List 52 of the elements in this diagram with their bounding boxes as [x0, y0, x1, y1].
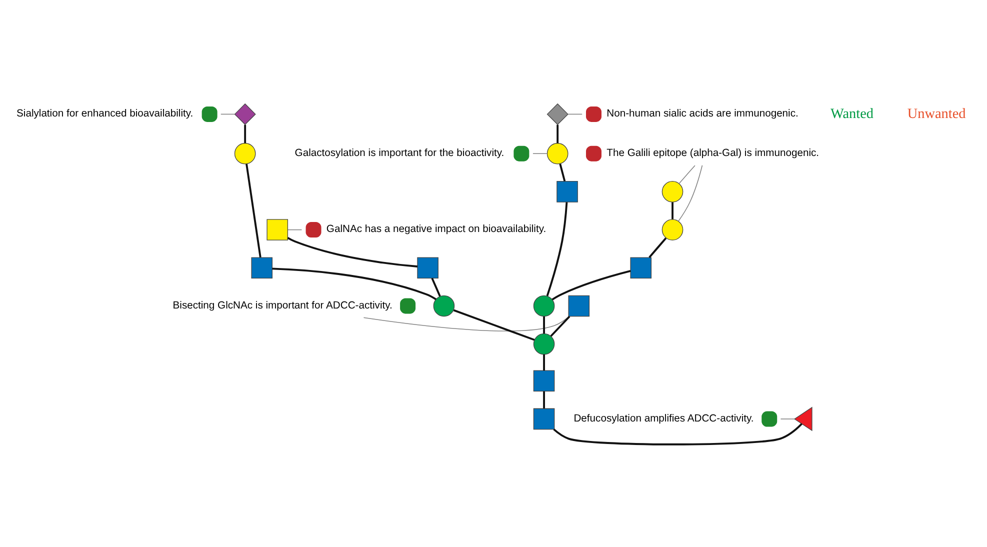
connector [453, 309, 535, 341]
node-label: Galactosylation is important for the bioactivity. [294, 148, 504, 160]
node-circle [533, 333, 555, 355]
node-label: Sialylation for enhanced bioavailability. [16, 108, 194, 120]
node-box [533, 408, 555, 430]
node-box [533, 370, 555, 392]
node-box [417, 257, 438, 279]
node-label: Non-human sialic acids are immunogenic. [606, 108, 798, 120]
connector [543, 391, 545, 408]
connector [543, 316, 545, 334]
connector [556, 124, 559, 144]
node-circle [433, 295, 455, 317]
connector [532, 153, 548, 154]
node-diamond [234, 103, 256, 125]
node-box [568, 295, 590, 317]
connector [678, 165, 696, 184]
node-label: GalNAc has a negative impact on bioavailability. [326, 224, 546, 236]
connector [553, 423, 802, 446]
connector [431, 278, 441, 297]
connector [246, 164, 262, 258]
connector [780, 418, 795, 420]
connector [272, 268, 436, 300]
node-circle [533, 295, 555, 317]
node-circle [546, 142, 568, 164]
connector [552, 270, 631, 300]
connector [546, 202, 568, 296]
node-circle [234, 142, 256, 164]
node-label: Bisecting GlcNAc is important for ADCC-activity. [172, 300, 392, 312]
label: Wanted [830, 106, 874, 122]
node-diamond [546, 103, 568, 125]
connector [648, 237, 667, 258]
node-label: Defucosylation amplifies ADCC-activity. [574, 413, 754, 424]
connector [559, 164, 566, 182]
connector [363, 316, 570, 332]
connector [672, 202, 674, 220]
connector [568, 114, 582, 115]
connector [288, 229, 302, 230]
connector [244, 124, 246, 144]
connector [550, 316, 570, 337]
node-box [630, 257, 652, 279]
connector [287, 236, 418, 268]
connector [543, 354, 545, 371]
connector [220, 114, 236, 115]
node-circle [662, 219, 684, 240]
label: Unwanted [907, 106, 966, 122]
node-circle [662, 181, 684, 202]
node-box [251, 257, 273, 279]
node-triangle [794, 406, 812, 432]
connector [678, 164, 703, 222]
node-label: The Galili epitope (alpha-Gal) is immunogenic. [606, 148, 820, 160]
node-box [266, 219, 288, 240]
node-box [556, 181, 578, 202]
